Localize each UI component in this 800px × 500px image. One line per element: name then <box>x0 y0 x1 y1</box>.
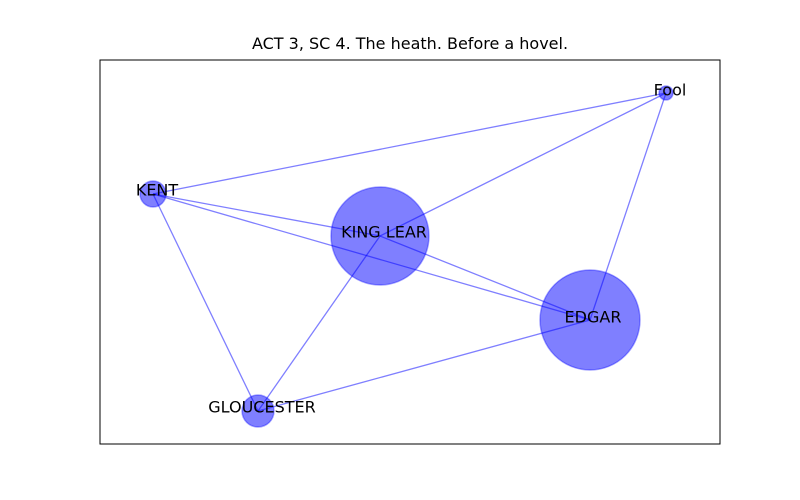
node-king-lear <box>330 186 430 286</box>
node-kent <box>139 180 167 208</box>
edge-kent-fool <box>152 92 667 195</box>
node-label-gloucester: GLOUCESTER <box>208 398 315 417</box>
node-label-fool: Fool <box>654 81 687 100</box>
node-fool <box>658 85 674 101</box>
node-gloucester <box>241 394 275 428</box>
plot-frame <box>99 59 721 445</box>
node-label-kent: KENT <box>136 181 179 200</box>
node-edgar <box>539 269 641 371</box>
node-label-edgar: EDGAR <box>565 308 622 327</box>
nodes-layer <box>139 85 674 428</box>
node-label-king-lear: KING LEAR <box>341 223 427 242</box>
edge-kent-gloucester <box>152 193 259 412</box>
edge-king-lear-fool <box>379 92 667 237</box>
diagram-title: ACT 3, SC 4. The heath. Before a hovel. <box>251 34 569 53</box>
edge-edgar-gloucester <box>257 319 591 412</box>
